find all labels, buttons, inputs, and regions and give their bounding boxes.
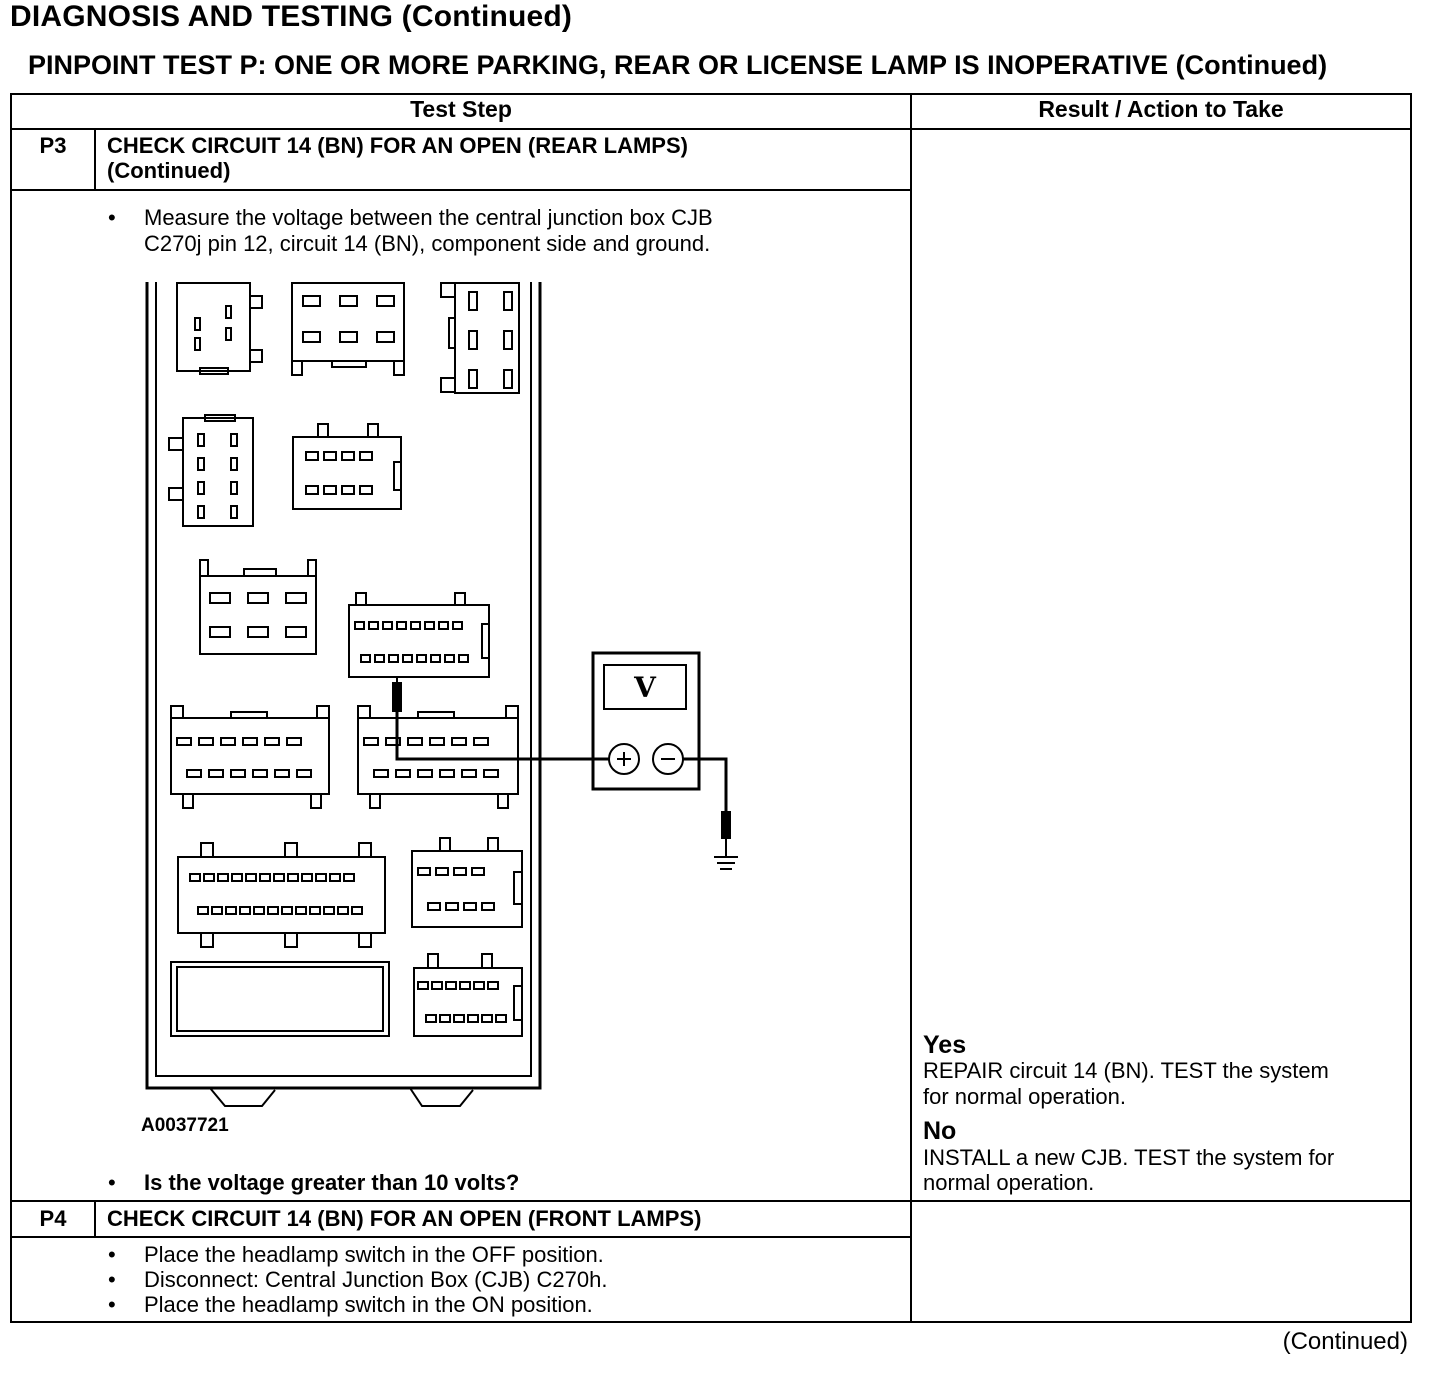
p4-step-3: Place the headlamp switch in the ON posi… [144, 1292, 593, 1317]
connector-c1 [176, 282, 263, 375]
result-no-label: No [923, 1117, 957, 1145]
connector-c9 [357, 705, 519, 809]
step-title-p3-line1: CHECK CIRCUIT 14 (BN) FOR AN OPEN (REAR … [107, 133, 688, 158]
pinpoint-test-table [10, 93, 1412, 1323]
bullet-icon: • [108, 205, 116, 230]
connector-c2 [291, 282, 405, 376]
connector-c10 [177, 842, 386, 948]
pinpoint-test-title: PINPOINT TEST P: ONE OR MORE PARKING, RE… [28, 50, 1328, 80]
connector-c4 [168, 414, 254, 527]
row-divider [10, 1236, 911, 1238]
cjb-connector-diagram: V [145, 282, 738, 1107]
bullet-icon: • [108, 1267, 116, 1292]
figure-id: A0037721 [141, 1115, 229, 1136]
voltmeter-symbol: V [633, 671, 657, 704]
positive-probe [392, 677, 609, 761]
p4-step-1: Place the headlamp switch in the OFF pos… [144, 1242, 604, 1267]
id-column-divider [94, 1201, 96, 1237]
connector-c11 [411, 837, 523, 928]
bullet-icon: • [108, 1242, 116, 1267]
bullet-icon: • [108, 1170, 116, 1195]
id-column-divider [94, 128, 96, 190]
page-title: DIAGNOSIS AND TESTING (Continued) [10, 0, 573, 33]
result-no-line2: normal operation. [923, 1170, 1095, 1195]
column-header-result: Result / Action to Take [1038, 96, 1284, 122]
continued-footer: (Continued) [1282, 1328, 1408, 1355]
connector-c8 [170, 705, 330, 809]
p4-step-2: Disconnect: Central Junction Box (CJB) C… [144, 1267, 608, 1292]
step-id-p3: P3 [39, 133, 67, 158]
step-title-p3-line2: (Continued) [107, 158, 231, 183]
column-divider [910, 93, 912, 1323]
voltmeter-icon [591, 651, 701, 791]
row-divider [10, 128, 1412, 130]
connector-c6 [199, 559, 317, 655]
row-divider [10, 189, 911, 191]
connector-c270j [348, 592, 490, 678]
measure-line1: Measure the voltage between the central … [144, 205, 713, 230]
question-text: Is the voltage greater than 10 volts? [144, 1170, 520, 1195]
column-header-test-step: Test Step [410, 96, 512, 122]
connector-c12 [170, 961, 390, 1037]
ground-icon [683, 757, 738, 870]
connector-c3 [440, 282, 520, 394]
step-id-p4: P4 [39, 1206, 67, 1231]
result-no-line1: INSTALL a new CJB. TEST the system for [923, 1145, 1335, 1170]
row-divider [10, 1200, 1412, 1202]
result-yes-line2: for normal operation. [923, 1084, 1126, 1109]
connector-c5 [292, 423, 402, 510]
measure-line2: C270j pin 12, circuit 14 (BN), component… [144, 231, 711, 256]
bullet-icon: • [108, 1292, 116, 1317]
step-title-p4: CHECK CIRCUIT 14 (BN) FOR AN OPEN (FRONT… [107, 1206, 702, 1231]
result-yes-label: Yes [923, 1031, 967, 1059]
result-yes-line1: REPAIR circuit 14 (BN). TEST the system [923, 1058, 1329, 1083]
connector-c13 [413, 953, 523, 1037]
